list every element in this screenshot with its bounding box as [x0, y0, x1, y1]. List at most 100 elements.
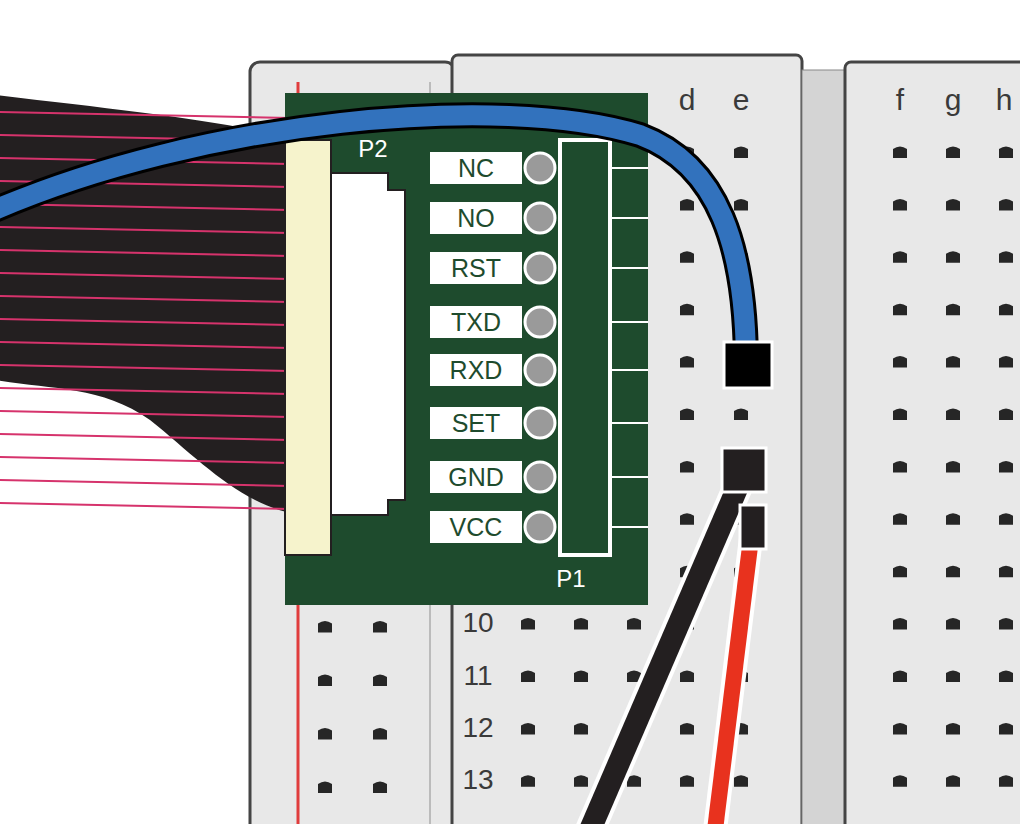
column-letter: f — [896, 85, 904, 115]
solder-pad — [525, 253, 555, 283]
pin-label-box: GND — [430, 461, 522, 493]
red-wire — [715, 530, 752, 824]
ribbon-stripe — [0, 388, 290, 394]
pin-label-box: SET — [430, 407, 522, 439]
pin-lead — [610, 476, 648, 478]
breadboard-hole — [999, 723, 1013, 735]
pin-lead — [610, 321, 648, 323]
breadboard-hole — [946, 409, 960, 421]
pin-label-box: RST — [430, 252, 522, 284]
breadboard-hole — [999, 513, 1013, 525]
ribbon-stripe — [0, 434, 290, 440]
blue-wire — [0, 115, 746, 360]
breadboard-hole — [373, 675, 387, 687]
breadboard-hole — [946, 775, 960, 787]
breadboard-hole — [999, 409, 1013, 421]
breadboard-hole — [521, 618, 535, 630]
breadboard-hole — [574, 723, 588, 735]
solder-pad — [525, 512, 555, 542]
row-number: 11 — [463, 662, 492, 690]
connector-name: P1 — [556, 567, 585, 591]
breadboard-hole — [734, 199, 748, 211]
breadboard-hole — [893, 671, 907, 683]
breadboard-hole — [521, 671, 535, 683]
wire-outline — [715, 530, 752, 824]
breadboard-hole — [946, 356, 960, 368]
breadboard-hole — [946, 251, 960, 262]
adapter-board: P2P1 NC NO RST TXD RXD SET GND VCC — [285, 93, 648, 605]
breadboard-hole — [999, 304, 1013, 316]
breadboard-hole — [893, 409, 907, 421]
breadboard-hole — [999, 251, 1013, 262]
breadboard-hole — [521, 775, 535, 787]
breadboard-hole — [734, 147, 748, 159]
connector-name: P2 — [358, 137, 387, 161]
breadboard-hole — [680, 251, 694, 262]
breadboard-hole — [893, 304, 907, 316]
breadboard-hole — [893, 723, 907, 735]
pin-label-box: RXD — [430, 354, 522, 386]
ribbon-stripe — [0, 365, 290, 371]
ribbon-stripe — [0, 204, 290, 210]
adapter-board — [285, 93, 648, 605]
solder-pad — [525, 153, 555, 183]
ribbon-stripe — [0, 480, 290, 486]
column-letter: d — [679, 85, 696, 115]
breadboard-hole — [680, 304, 694, 316]
ribbon-stripe — [0, 112, 290, 118]
pin-name: NC — [458, 156, 494, 181]
breadboard-hole — [680, 775, 694, 787]
breadboard-hole — [946, 618, 960, 630]
wire-end — [724, 342, 772, 388]
pin-label-box: NO — [430, 202, 522, 234]
center-channel — [802, 70, 847, 824]
solder-pad — [525, 408, 555, 438]
breadboard-hole — [893, 775, 907, 787]
solder-pad — [525, 462, 555, 492]
column-letter: g — [945, 85, 962, 115]
breadboard-hole — [946, 461, 960, 473]
pin-name: TXD — [451, 310, 501, 335]
pin-name: SET — [452, 411, 501, 436]
breadboard-hole — [946, 304, 960, 316]
breadboard-hole — [999, 199, 1013, 211]
ribbon-stripe — [0, 319, 290, 325]
solder-pad — [525, 307, 555, 337]
pin-name: NO — [457, 206, 495, 231]
breadboard-hole — [893, 199, 907, 211]
breadboard-hole — [893, 356, 907, 368]
pin-lead — [610, 167, 648, 169]
ribbon-stripe — [0, 503, 290, 509]
breadboard-hole — [893, 147, 907, 159]
breadboard-hole — [680, 199, 694, 211]
ribbon-stripe — [0, 296, 290, 302]
breadboard-hole — [946, 671, 960, 683]
breadboard-hole — [893, 513, 907, 525]
pin-label-box: TXD — [430, 306, 522, 338]
breadboard-hole — [999, 671, 1013, 683]
breadboard-hole — [574, 618, 588, 630]
breadboard-hole — [893, 618, 907, 630]
breadboard-hole — [680, 723, 694, 735]
breadboard-hole — [946, 147, 960, 159]
breadboard-hole — [946, 199, 960, 211]
pin-name: RXD — [450, 358, 503, 383]
pin-name: GND — [448, 465, 504, 490]
ribbon-stripe — [0, 227, 290, 233]
breadboard-hole — [999, 461, 1013, 473]
breadboard-hole — [999, 147, 1013, 159]
column-letter: h — [996, 85, 1013, 115]
ribbon-stripe — [0, 411, 290, 417]
pin-name: VCC — [450, 515, 503, 540]
ribbon-stripe — [0, 250, 290, 256]
breadboard-hole — [999, 356, 1013, 368]
breadboard-hole — [680, 513, 694, 525]
header-pins — [525, 153, 648, 542]
breadboard-panel — [845, 62, 1020, 824]
breadboard-hole — [680, 356, 694, 368]
breadboard-hole — [946, 513, 960, 525]
pin-name: RST — [451, 256, 501, 281]
solder-pad — [525, 203, 555, 233]
pin-label-box: NC — [430, 152, 522, 184]
breadboard-hole — [946, 566, 960, 578]
